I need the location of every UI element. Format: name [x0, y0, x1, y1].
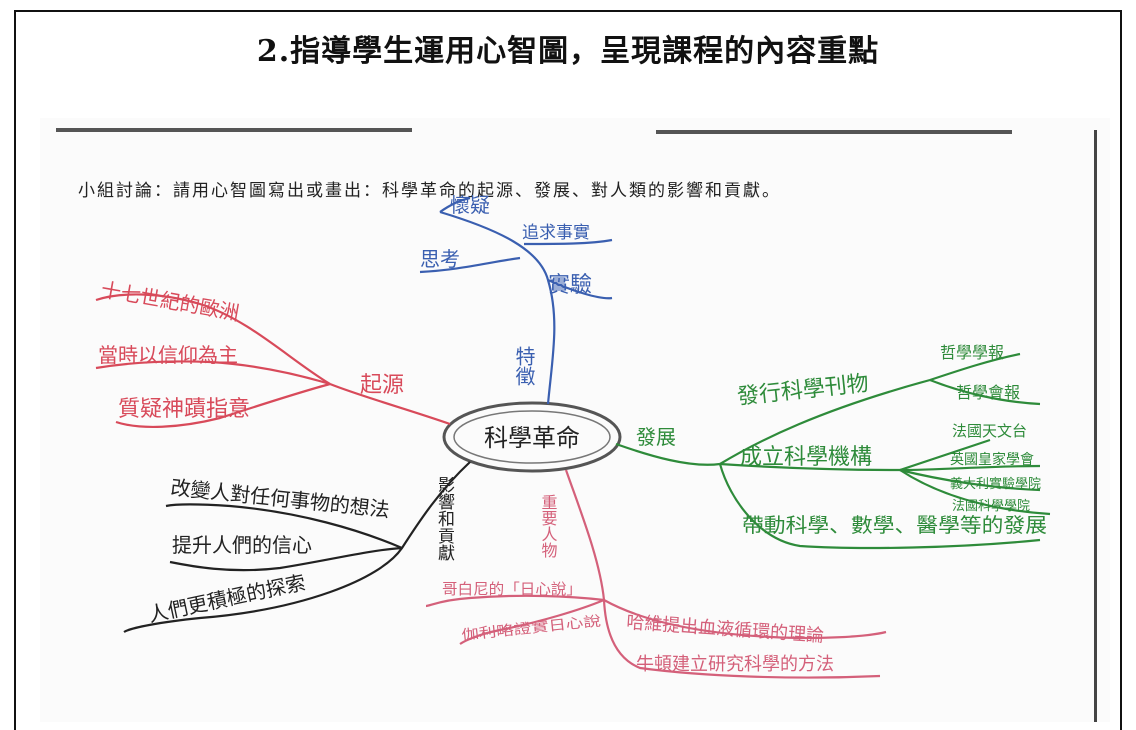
red-item-1: 當時以信仰為主 [98, 343, 238, 367]
green-item-6: 義大利實驗學院 [950, 476, 1041, 492]
blue-branch-label: 特徵 [512, 346, 536, 386]
green-item-4: 法國天文台 [952, 422, 1027, 440]
center-node-inner [453, 410, 611, 464]
green-branch-label: 發展 [636, 425, 676, 449]
branch-green-text: 發展 發行科學刊物 哲學學報 哲學會報 成立科學機構 法國天文台 英國皇家學會 … [636, 343, 1047, 537]
page-title: 2.指導學生運用心智圖，呈現課程的內容重點 [256, 34, 880, 69]
branch-red-text: 起源 十七世紀的歐洲 當時以信仰為主 質疑神蹟指意 [98, 277, 404, 422]
red-item-2: 質疑神蹟指意 [118, 397, 250, 422]
branch-black-text: 影響和貢獻 改變人對任何事物的想法 提升人們的信心 人們更積極的探索 [146, 475, 454, 627]
green-item-2: 哲學會報 [956, 383, 1020, 402]
photo-top-edge-left [56, 128, 412, 132]
blue-item-2: 追求事實 [522, 223, 590, 243]
pink-branch-label: 重要人物 [539, 494, 558, 559]
branch-pink [425, 469, 887, 679]
green-item-1: 哲學學報 [940, 343, 1004, 362]
photo-right-edge [1094, 130, 1097, 722]
branch-blue [419, 196, 613, 405]
blue-item-3: 實驗 [548, 273, 592, 298]
green-item-7: 法國科學學院 [952, 499, 1030, 514]
green-item-3: 成立科學機構 [740, 445, 872, 470]
pink-item-2: 哈維提出血液循環的理論 [626, 612, 825, 647]
black-item-1: 提升人們的信心 [172, 533, 312, 557]
pink-item-3: 牛頓建立研究科學的方法 [636, 654, 834, 675]
instruction-text: 小組討論：請用心智圖寫出或畫出：科學革命的起源、發展、對人類的影響和貢獻。 [78, 181, 781, 201]
black-item-0: 改變人對任何事物的想法 [169, 475, 390, 522]
blue-item-1: 思考 [420, 247, 460, 271]
photo-top-edge-right [656, 130, 1012, 134]
pink-item-1: 伽利略證實日心說 [461, 612, 602, 644]
branch-black [123, 461, 471, 633]
pink-item-0: 哥白尼的「日心說」 [442, 580, 582, 598]
center-node-label: 科學革命 [484, 424, 580, 452]
green-item-8: 帶動科學、數學、醫學等的發展 [742, 513, 1047, 537]
black-item-2: 人們更積極的探索 [146, 570, 307, 627]
page-frame [14, 10, 1122, 730]
branch-red [95, 293, 451, 428]
center-node-outer [442, 401, 622, 473]
black-branch-label: 影響和貢獻 [434, 476, 455, 562]
red-branch-label: 起源 [360, 373, 404, 398]
green-item-5: 英國皇家學會 [950, 451, 1034, 468]
branch-green [615, 352, 1051, 550]
red-item-0: 十七世紀的歐洲 [99, 277, 241, 325]
branch-blue-text: 特徵 懷疑 思考 追求事實 實驗 [420, 193, 592, 386]
blue-item-0: 懷疑 [450, 193, 490, 217]
mindmap-photo [40, 118, 1110, 722]
